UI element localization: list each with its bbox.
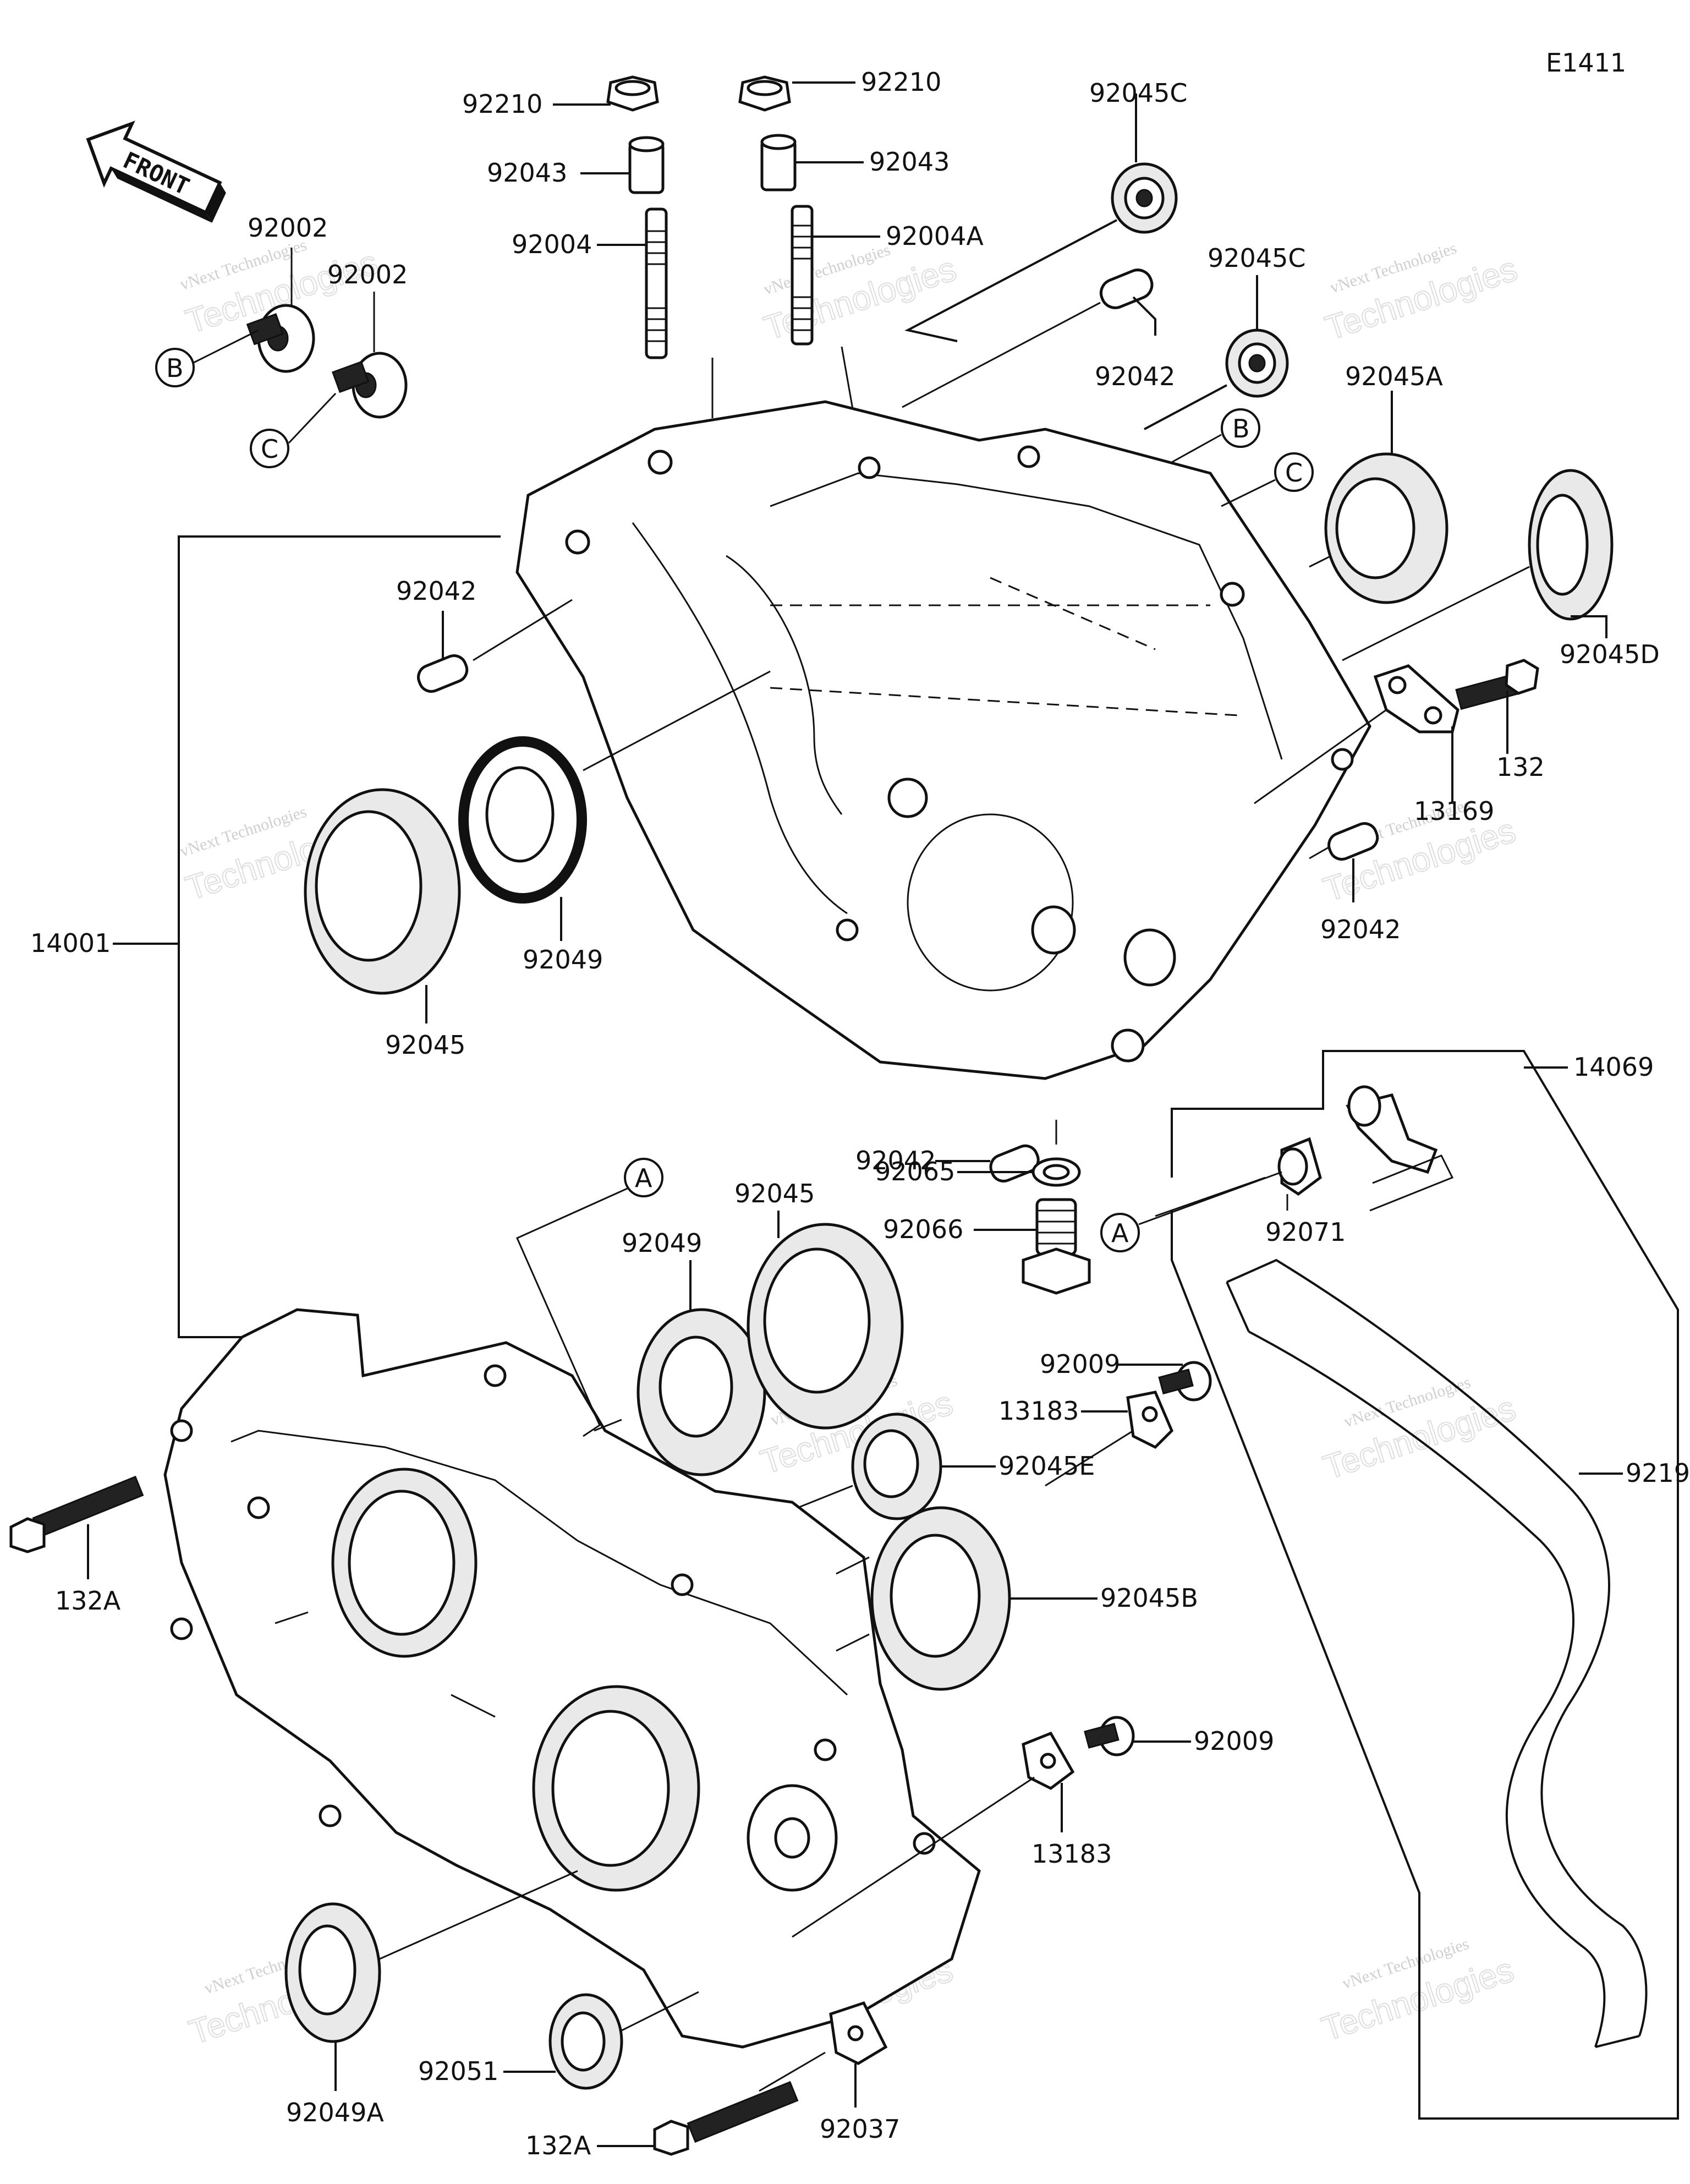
elbow-fitting-14069 [1346, 1085, 1438, 1174]
svg-text:B: B [166, 353, 184, 383]
label-92045E: 92045E [998, 1451, 1095, 1481]
label-92045C-mid: 92045C [1208, 243, 1305, 273]
svg-text:A: A [1111, 1218, 1129, 1248]
label-92042-lower: 92042 [855, 1146, 936, 1175]
label-92210-right: 92210 [861, 67, 941, 97]
bearing-92045C-mid [1225, 329, 1289, 398]
diagram-code: E1411 [1546, 48, 1626, 78]
screw-92009-top [1158, 1361, 1212, 1402]
label-13169: 13169 [1414, 796, 1494, 826]
plate-13183-top [1126, 1391, 1173, 1449]
label-14001: 14001 [30, 928, 111, 958]
label-13183-bottom: 13183 [1031, 1839, 1112, 1869]
label-92009-bottom: 92009 [1194, 1726, 1274, 1756]
label-92045-lower: 92045 [734, 1179, 815, 1208]
label-92002-b: 92002 [327, 260, 408, 289]
bearing-92045C-top [1111, 162, 1178, 234]
seal-92051 [548, 1993, 623, 2090]
dowel-92042-left [417, 654, 469, 693]
label-92037: 92037 [820, 2114, 900, 2144]
part-labels: 92210 92210 92043 92043 92004 92004A 920… [30, 67, 1690, 2160]
nut-92210-right [738, 75, 791, 112]
bolt-132A-bottom [653, 2081, 799, 2156]
label-92049-lower: 92049 [622, 1228, 702, 1258]
svg-text:C: C [261, 434, 278, 464]
seal-92049A [284, 1902, 381, 2043]
sleeve-92043-left [628, 136, 665, 194]
plate-92037 [829, 2001, 888, 2065]
label-92042-right: 92042 [1320, 915, 1401, 944]
dowel-92042-right [1327, 822, 1379, 861]
bearing-92045D [1528, 469, 1614, 621]
label-92002-a: 92002 [248, 213, 328, 243]
label-92071: 92071 [1265, 1217, 1346, 1247]
label-92042-left: 92042 [396, 576, 476, 606]
label-92045C-top: 92045C [1089, 78, 1187, 108]
label-132A-bottom: 132A [525, 2131, 591, 2160]
plate-13183-bottom [1022, 1731, 1075, 1790]
bearing-92045A [1324, 452, 1448, 604]
callout-c-left: C [250, 429, 289, 468]
drain-bolt-92066 [1022, 1198, 1091, 1295]
label-92043-left: 92043 [487, 158, 567, 188]
bolt-92002-b [332, 352, 408, 419]
label-13183-top: 13183 [998, 1396, 1079, 1426]
label-92042-top: 92042 [1095, 362, 1175, 391]
bolt-92002-a [246, 304, 315, 373]
seal-92049-upper [458, 736, 587, 904]
svg-text:A: A [635, 1163, 652, 1193]
label-92009-top: 92009 [1040, 1349, 1120, 1379]
callout-b-left: B [155, 348, 195, 387]
dowel-92042-top [1099, 269, 1154, 309]
label-92210-left: 92210 [462, 89, 542, 119]
label-92045D: 92045D [1560, 639, 1660, 669]
label-92065: 92065 [875, 1157, 955, 1186]
label-92051: 92051 [418, 2056, 498, 2086]
seal-92049-lower [637, 1308, 766, 1476]
bolt-132 [1455, 659, 1539, 710]
washer-92065 [1031, 1157, 1081, 1187]
hose-92190 [1226, 1258, 1648, 2048]
bearing-92045E [851, 1413, 942, 1520]
label-92004A: 92004A [886, 221, 984, 251]
sleeve-92043-right [760, 134, 797, 191]
label-92045B: 92045B [1100, 1583, 1198, 1613]
upper-crankcase-half [515, 400, 1371, 1080]
callout-a-left: A [624, 1158, 663, 1197]
label-92045-upper: 92045 [385, 1030, 465, 1060]
label-92190: 92190 [1626, 1458, 1690, 1488]
bearing-92045-upper [304, 788, 461, 995]
bearing-92045B [870, 1506, 1011, 1691]
stud-92004A [791, 205, 814, 346]
label-92045A: 92045A [1345, 362, 1443, 391]
label-132: 132 [1496, 752, 1545, 782]
label-92049A: 92049A [286, 2098, 384, 2127]
plate-13169 [1373, 664, 1459, 734]
label-14069: 14069 [1573, 1052, 1654, 1082]
label-92049-upper: 92049 [523, 945, 603, 975]
callout-b-upper: B [1221, 408, 1260, 448]
bolt-132A-left [9, 1475, 144, 1553]
bearing-92045-lower [747, 1223, 904, 1430]
screw-92009-bottom [1084, 1716, 1135, 1756]
callout-c-upper: C [1274, 452, 1314, 492]
front-arrow-icon: FRONT [86, 121, 226, 223]
nut-92210-left [606, 75, 659, 112]
label-132A-left: 132A [55, 1586, 121, 1616]
lower-crankcase-half [163, 1308, 981, 2049]
label-92066: 92066 [883, 1214, 963, 1244]
svg-text:C: C [1285, 458, 1303, 488]
label-92004: 92004 [512, 229, 592, 259]
svg-text:B: B [1232, 414, 1250, 444]
callout-a-right: A [1100, 1213, 1140, 1252]
label-92043-right: 92043 [869, 147, 950, 177]
fitting-92071 [1277, 1137, 1322, 1196]
stud-92004 [645, 207, 668, 359]
dowel-92042-lower [989, 1144, 1040, 1183]
